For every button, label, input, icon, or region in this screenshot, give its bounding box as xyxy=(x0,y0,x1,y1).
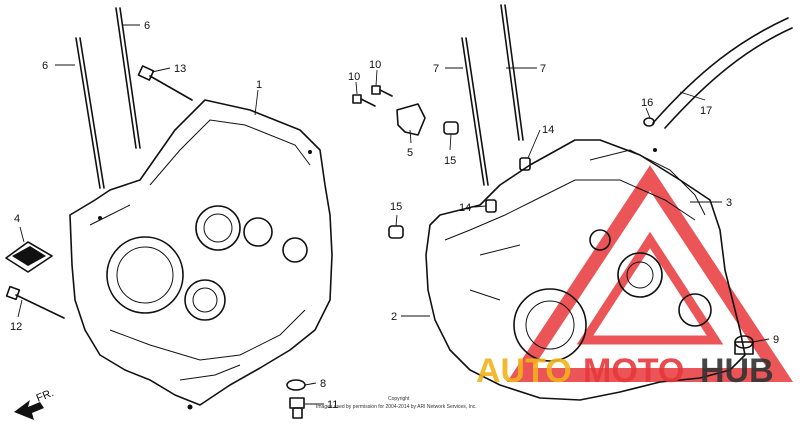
label-9: 9 xyxy=(773,334,779,346)
front-label: FR. xyxy=(35,387,56,405)
front-direction-marker: FR. xyxy=(14,387,56,420)
right-crankcase xyxy=(425,139,746,401)
bracket-5 xyxy=(396,103,426,136)
label-10b: 10 xyxy=(369,59,381,71)
bolts-10 xyxy=(352,85,393,107)
watermark-logo xyxy=(506,165,794,382)
watermark-text: AUTO MOTO HUB xyxy=(476,352,774,390)
bolt-13 xyxy=(137,65,193,101)
stud-bolts xyxy=(75,4,524,189)
watermark-auto: AUTO xyxy=(476,352,572,390)
breather-tube-17 xyxy=(652,17,793,129)
dowel-15-lower xyxy=(388,225,404,239)
label-4: 4 xyxy=(14,213,20,225)
label-15b: 15 xyxy=(390,201,402,213)
dowel-14-upper xyxy=(519,157,531,171)
dowel-14-lower xyxy=(485,199,497,213)
watermark-hub: HUB xyxy=(700,352,774,390)
clip-16 xyxy=(643,117,655,127)
label-7b: 7 xyxy=(540,63,546,75)
label-5: 5 xyxy=(407,147,413,159)
copyright-line2: Images used by permission for 2004-2014 … xyxy=(316,404,477,410)
plug-11 xyxy=(289,397,305,419)
label-10a: 10 xyxy=(348,71,360,83)
label-6a: 6 xyxy=(144,20,150,32)
label-16: 16 xyxy=(641,97,653,109)
leader-lines xyxy=(17,24,770,405)
label-2: 2 xyxy=(391,311,397,323)
watermark-moto: MOTO xyxy=(583,352,684,390)
label-11: 11 xyxy=(327,399,338,411)
copyright-notice: Copyright Images used by permission for … xyxy=(316,396,477,410)
label-3: 3 xyxy=(726,197,732,209)
dowel-15-upper xyxy=(443,121,459,135)
left-crankcase xyxy=(69,99,333,410)
label-7a: 7 xyxy=(433,63,439,75)
label-1: 1 xyxy=(256,79,262,91)
label-6b: 6 xyxy=(42,60,48,72)
cap-4 xyxy=(5,241,53,273)
bolt-12 xyxy=(5,285,65,319)
label-14b: 14 xyxy=(459,202,471,214)
part-labels: 1 2 3 4 5 6 6 7 7 8 9 10 10 11 12 13 14 … xyxy=(10,20,779,411)
label-14a: 14 xyxy=(542,124,554,136)
label-8: 8 xyxy=(320,378,326,390)
copyright-line1: Copyright xyxy=(388,396,410,402)
arrow-left-icon xyxy=(14,400,44,420)
label-12: 12 xyxy=(10,321,22,333)
washer-8 xyxy=(286,379,306,391)
label-15a: 15 xyxy=(444,155,456,167)
label-17: 17 xyxy=(700,105,712,117)
label-13: 13 xyxy=(174,63,186,75)
